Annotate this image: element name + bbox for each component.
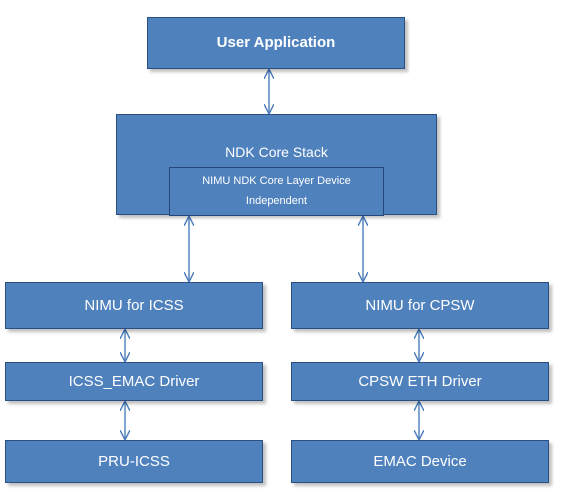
nimu-cpsw-label: NIMU for CPSW xyxy=(365,296,475,314)
nimu-core-layer-label: NIMU NDK Core Layer Device Independent xyxy=(202,175,351,207)
user-application-box: User Application xyxy=(147,17,405,69)
pru-icss-box: PRU-ICSS xyxy=(5,440,263,483)
nimu-cpsw-box: NIMU for CPSW xyxy=(291,282,549,329)
icss-emac-driver-label: ICSS_EMAC Driver xyxy=(68,372,200,390)
nimu-core-layer-box: NIMU NDK Core Layer Device Independent xyxy=(169,167,384,216)
cpsw-eth-driver-box: CPSW ETH Driver xyxy=(291,362,549,401)
emac-device-label: EMAC Device xyxy=(373,452,467,470)
icss-emac-driver-box: ICSS_EMAC Driver xyxy=(5,362,263,401)
nimu-icss-label: NIMU for ICSS xyxy=(84,296,184,314)
user-application-label: User Application xyxy=(216,34,336,51)
cpsw-eth-driver-label: CPSW ETH Driver xyxy=(358,372,482,390)
ndk-core-stack-label: NDK Core Stack xyxy=(225,144,328,160)
pru-icss-label: PRU-ICSS xyxy=(98,452,170,470)
nimu-icss-box: NIMU for ICSS xyxy=(5,282,263,329)
emac-device-box: EMAC Device xyxy=(291,440,549,483)
